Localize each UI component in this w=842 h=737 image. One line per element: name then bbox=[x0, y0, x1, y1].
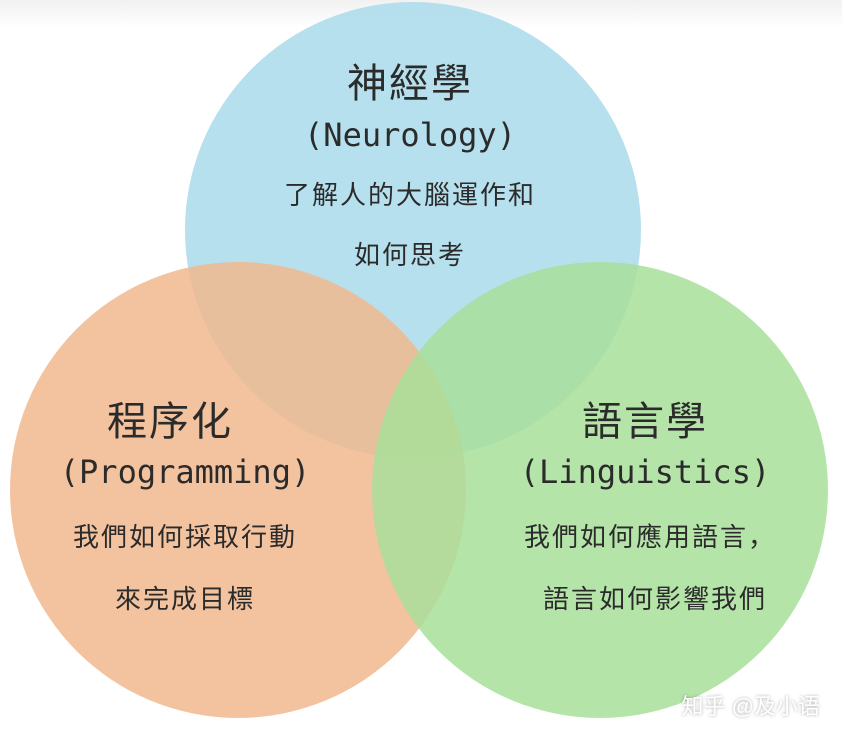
programming-desc-line2: 來完成目標 bbox=[114, 585, 255, 615]
linguistics-circle bbox=[372, 262, 828, 718]
programming-circle bbox=[10, 262, 466, 718]
linguistics-desc-line2: 語言如何影響我們 bbox=[542, 585, 767, 615]
linguistics-subtitle: (Linguistics) bbox=[519, 453, 771, 491]
neurology-desc-line2: 如何思考 bbox=[353, 241, 466, 271]
programming-title: 程序化 bbox=[107, 399, 233, 445]
neurology-desc-line1: 了解人的大腦運作和 bbox=[283, 181, 536, 211]
programming-subtitle: (Programming) bbox=[59, 453, 311, 491]
linguistics-title: 語言學 bbox=[582, 399, 708, 445]
watermark: 知乎 @及小语 bbox=[681, 694, 820, 719]
neurology-title: 神經學 bbox=[347, 61, 473, 107]
linguistics-desc-line1: 我們如何應用語言， bbox=[523, 523, 776, 553]
programming-desc-line1: 我們如何採取行動 bbox=[72, 523, 297, 553]
neurology-subtitle: (Neurology) bbox=[304, 116, 516, 154]
